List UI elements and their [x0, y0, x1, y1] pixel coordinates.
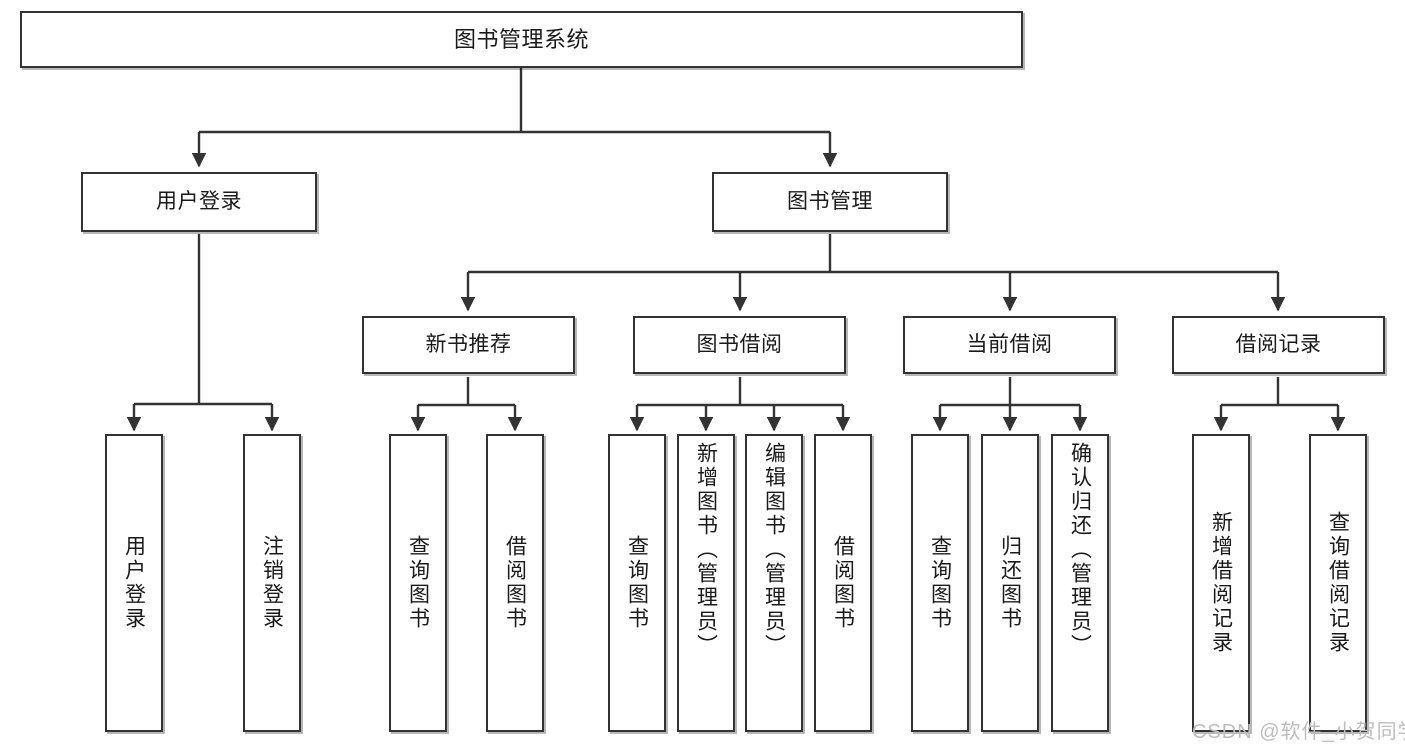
node-label: 查询图书 — [928, 535, 952, 631]
node-label: 图书管理 — [787, 189, 873, 213]
leaf-borrow-query-book[interactable]: 查询图书 — [608, 434, 666, 732]
node-label: 编辑图书（管理员） — [762, 442, 786, 658]
leaf-records-query-record[interactable]: 查询借阅记录 — [1309, 434, 1367, 732]
node-label: 用户登录 — [156, 189, 242, 213]
node-user-login[interactable]: 用户登录 — [81, 172, 317, 232]
node-borrow-records[interactable]: 借阅记录 — [1172, 316, 1385, 374]
node-current-borrow[interactable]: 当前借阅 — [903, 316, 1116, 374]
leaf-borrow-add-book-admin[interactable]: 新增图书（管理员） — [677, 434, 735, 732]
leaf-borrow-borrow-book[interactable]: 借阅图书 — [814, 434, 872, 732]
node-label: 新增借阅记录 — [1209, 511, 1233, 655]
leaf-new-book-borrow[interactable]: 借阅图书 — [486, 434, 544, 732]
leaf-records-add-record[interactable]: 新增借阅记录 — [1192, 434, 1250, 732]
node-new-book-recommend[interactable]: 新书推荐 — [362, 316, 575, 374]
node-label: 确认归还（管理员） — [1068, 442, 1092, 658]
node-label: 借阅记录 — [1235, 332, 1322, 356]
node-label: 借阅图书 — [503, 535, 527, 631]
leaf-current-confirm-return-admin[interactable]: 确认归还（管理员） — [1051, 434, 1109, 732]
node-label: 查询借阅记录 — [1326, 511, 1350, 655]
leaf-user-login-signout[interactable]: 注销登录 — [243, 434, 301, 732]
node-book-management[interactable]: 图书管理 — [712, 172, 948, 232]
leaf-borrow-edit-book-admin[interactable]: 编辑图书（管理员） — [745, 434, 803, 732]
node-label: 图书管理系统 — [453, 26, 589, 52]
node-label: 注销登录 — [260, 535, 284, 631]
node-label: 借阅图书 — [831, 535, 855, 631]
leaf-new-book-query[interactable]: 查询图书 — [389, 434, 447, 732]
node-label: 用户登录 — [122, 535, 146, 631]
node-root-system[interactable]: 图书管理系统 — [20, 11, 1023, 68]
node-label: 查询图书 — [625, 535, 649, 631]
leaf-user-login-signin[interactable]: 用户登录 — [105, 434, 163, 732]
node-label: 新增图书（管理员） — [694, 442, 718, 658]
node-label: 查询图书 — [406, 535, 430, 631]
node-label: 当前借阅 — [966, 332, 1053, 356]
node-book-borrow[interactable]: 图书借阅 — [633, 316, 846, 374]
node-label: 归还图书 — [998, 535, 1022, 631]
leaf-current-query-book[interactable]: 查询图书 — [911, 434, 969, 732]
watermark-text: CSDN @软件_小贺同学 — [1192, 721, 1405, 743]
node-label: 新书推荐 — [425, 332, 512, 356]
leaf-current-return-book[interactable]: 归还图书 — [981, 434, 1039, 732]
node-label: 图书借阅 — [696, 332, 783, 356]
